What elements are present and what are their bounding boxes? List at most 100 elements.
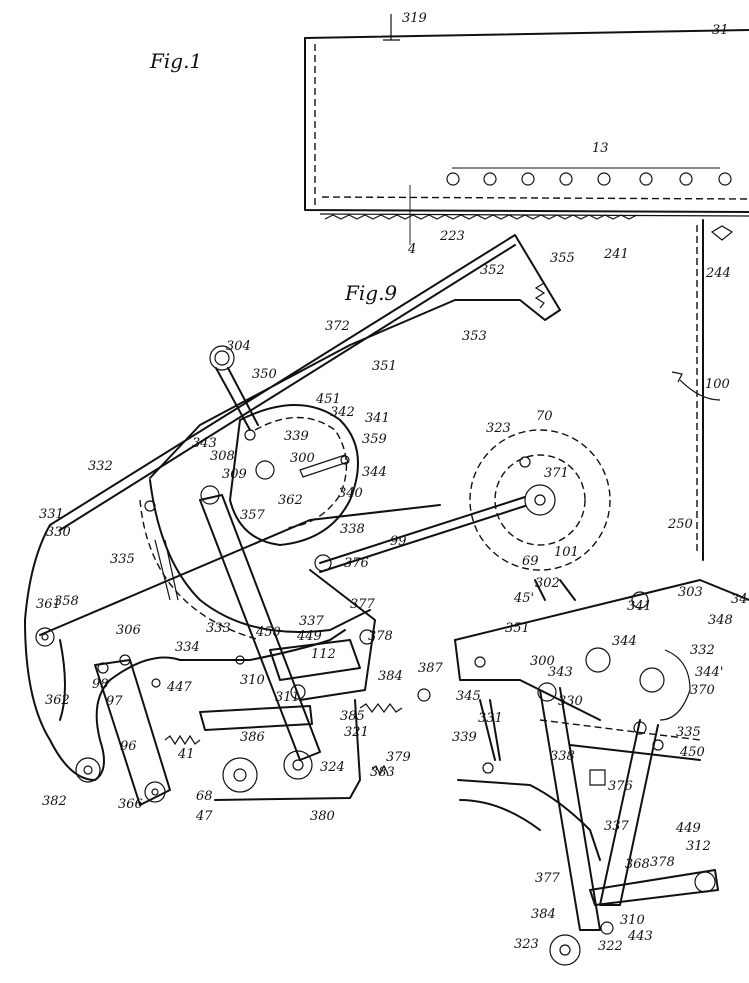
reference-numeral: 338 [340,522,365,537]
reference-numeral: 300 [290,451,315,466]
reference-numeral: 368 [625,857,650,872]
reference-numeral: 41 [177,747,195,762]
reference-numeral: 344' [695,665,723,680]
reference-numeral: 339 [284,429,309,444]
reference-numeral: 362 [278,493,303,508]
reference-numeral: 310 [620,913,645,928]
disk-70 [469,429,611,571]
reference-numeral: 443 [627,929,653,944]
reference-numeral: 355 [550,251,575,266]
reference-numeral: 223 [439,229,465,244]
reference-numeral: 384 [378,669,403,684]
reference-numeral: 333 [206,621,231,636]
reference-numeral: 330 [46,525,71,540]
second-mechanism [454,579,749,966]
reference-numeral: 376 [608,779,633,794]
fig1-frame [304,14,749,561]
reference-numeral: 383 [370,765,395,780]
reference-numeral: 321 [344,725,369,740]
reference-numeral: 450 [255,625,281,640]
reference-numeral: 378 [368,629,393,644]
reference-numeral: 334 [175,640,200,655]
reference-numeral: 324 [320,760,345,775]
reference-numeral: 306 [116,623,141,638]
reference-numeral: 366 [118,797,143,812]
reference-numeral: 310 [240,673,265,688]
reference-numeral: 372 [325,319,350,334]
reference-numeral: 344 [612,634,637,649]
reference-numeral: 351 [372,359,397,374]
reference-numeral: 339 [452,730,477,745]
reference-numeral: 370 [690,683,715,698]
reference-numeral: 323 [514,937,539,952]
reference-numeral: 348 [708,613,733,628]
reference-numeral: 13 [592,141,609,156]
reference-numeral: 330 [558,694,583,709]
reference-numeral: 97 [106,694,123,709]
reference-numeral: 377 [350,597,376,612]
reference-numeral: 351 [505,621,530,636]
reference-numeral: 101 [554,545,579,560]
reference-numeral: 322 [598,939,623,954]
reference-numeral: 335 [676,725,701,740]
reference-numeral: 386 [240,730,265,745]
reference-numeral: 4 [407,242,416,257]
reference-numeral: 323 [486,421,511,436]
reference-numeral: 380 [310,809,335,824]
reference-numeral: 309 [222,467,247,482]
reference-numeral: 352 [480,263,505,278]
fig1-perforation-holes [446,172,732,186]
reference-numeral: 331 [39,507,64,522]
reference-numeral: 69 [522,554,539,569]
reference-numeral: 371 [544,466,569,481]
reference-numeral: 300 [530,654,555,669]
reference-numeral: 358 [54,594,79,609]
reference-numeral: 359 [362,432,387,447]
reference-numeral: 377 [535,871,561,886]
reference-numeral: 362 [45,693,70,708]
reference-numeral: 357 [240,508,266,523]
reference-numeral: 332 [88,459,113,474]
reference-numeral: 361 [36,597,61,612]
fig9-title: Fig.9 [344,281,397,305]
reference-numeral: 387 [418,661,444,676]
reference-numeral: 379 [386,750,411,765]
reference-numeral: 344 [362,465,387,480]
reference-numeral: 302 [535,576,560,591]
reference-numeral: 250 [667,517,693,532]
reference-numeral: 100 [705,377,730,392]
reference-numeral: 99 [390,534,407,549]
reference-numeral: 96 [120,739,137,754]
reference-numeral: 449 [296,629,322,644]
reference-numeral: 376 [344,556,369,571]
reference-numeral: 70 [536,409,553,424]
reference-numeral: 449 [675,821,701,836]
reference-numeral: 342 [330,405,355,420]
reference-numeral: 311 [275,690,300,705]
reference-numeral: 384 [531,907,556,922]
reference-numeral: 345 [456,689,481,704]
reference-numeral: 337 [604,819,630,834]
fig9-mechanism [24,234,561,806]
reference-numeral: 343 [192,436,217,451]
reference-numeral: 347 [731,592,749,607]
reference-numeral: 332 [690,643,715,658]
reference-numeral: 382 [42,794,67,809]
reference-numeral: 241 [603,247,629,262]
reference-numeral: 45' [513,591,534,606]
reference-numeral: 353 [462,329,487,344]
reference-numeral: 341 [365,411,390,426]
reference-numeral: 112 [311,647,336,662]
reference-numeral: 304 [226,339,251,354]
fig1-title: Fig.1 [149,49,202,73]
reference-numeral: 385 [340,709,365,724]
reference-numeral: 308 [210,449,235,464]
reference-numeral: 319 [402,11,427,26]
reference-numeral: 447 [166,680,193,695]
reference-numeral: 31 [712,23,729,38]
reference-numeral: 47 [195,809,213,824]
reference-numeral: 378 [650,855,675,870]
reference-numeral: 450 [679,745,705,760]
